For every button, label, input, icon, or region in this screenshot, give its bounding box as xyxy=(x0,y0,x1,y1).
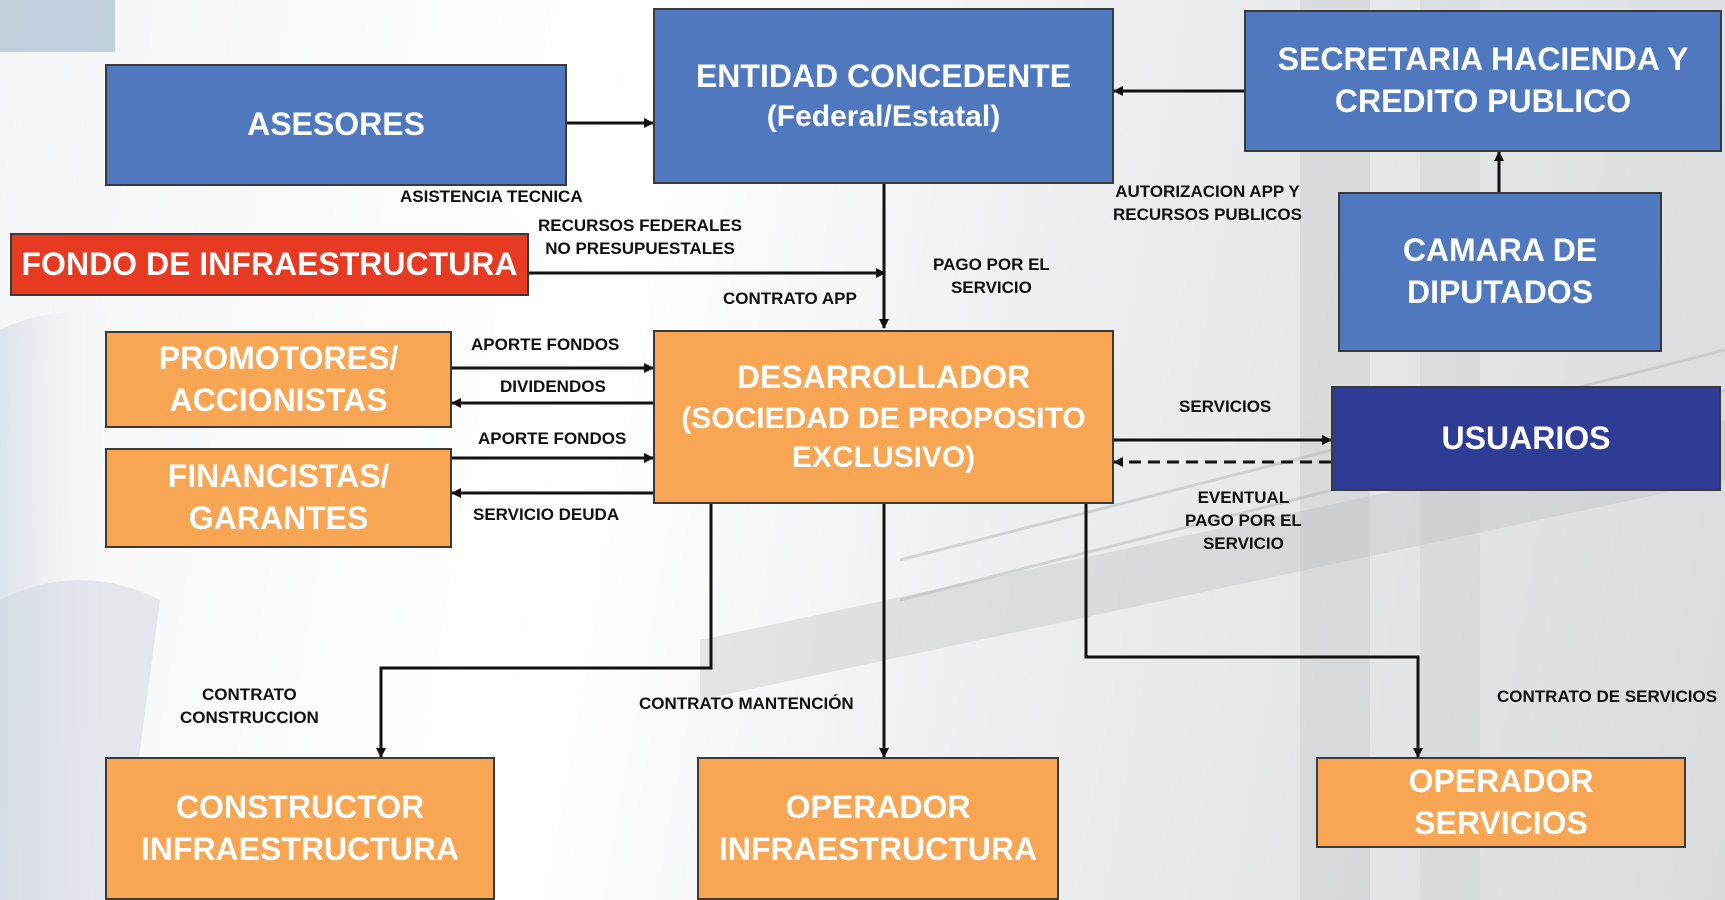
label-pago-line1: PAGO POR EL xyxy=(933,255,1050,274)
label-autorizacion-line2: RECURSOS PUBLICOS xyxy=(1113,204,1302,224)
node-fondo-label: FONDO DE INFRAESTRUCTURA xyxy=(21,246,518,282)
node-operador-servicios: OPERADOR SERVICIOS xyxy=(1316,757,1686,848)
arrow-to-operador-servicios xyxy=(1084,504,1423,758)
node-promotores-accionistas: PROMOTORES/ ACCIONISTAS xyxy=(105,331,452,428)
node-entidad-title: ENTIDAD CONCEDENTE xyxy=(695,57,1072,94)
node-operador-infraestructura: OPERADOR INFRAESTRUCTURA xyxy=(697,757,1059,900)
node-secretaria-line2: CREDITO PUBLICO xyxy=(1334,83,1632,119)
label-recursos-federales: RECURSOS FEDERALES NO PRESUPUESTALES xyxy=(538,215,742,261)
node-asesores-label: ASESORES xyxy=(247,106,425,143)
node-financistas-line1: FINANCISTAS/ xyxy=(167,458,390,495)
label-eventual-line3: SERVICIO xyxy=(1202,533,1284,553)
label-contrato-mantencion: CONTRATO MANTENCIÓN xyxy=(639,694,854,713)
node-secretaria-line1: SECRETARIA HACIENDA Y xyxy=(1277,41,1689,78)
node-promotores-line1: PROMOTORES/ xyxy=(158,339,399,376)
node-asesores: ASESORES xyxy=(105,64,567,186)
node-operador-infra-line1: OPERADOR xyxy=(785,788,971,825)
label-servicio-deuda: SERVICIO DEUDA xyxy=(473,505,620,524)
label-eventual-line1: EVENTUAL xyxy=(1197,488,1290,507)
label-construccion-line2: CONSTRUCCION xyxy=(180,707,319,727)
label-aporte-fondos-1: APORTE FONDOS xyxy=(471,335,620,354)
node-operador-servicios-label: OPERADOR SERVICIOS xyxy=(1408,762,1594,841)
label-pago-line2: SERVICIO xyxy=(950,277,1032,297)
node-promotores-line2: ACCIONISTAS xyxy=(169,381,388,418)
node-secretaria-hacienda: SECRETARIA HACIENDA Y CREDITO PUBLICO xyxy=(1244,10,1722,152)
label-contrato-construccion: CONTRATO CONSTRUCCION xyxy=(180,684,319,730)
label-dividendos: DIVIDENDOS xyxy=(500,377,606,396)
label-recursos-line2: NO PRESUPUESTALES xyxy=(545,238,735,258)
node-constructor-line2: INFRAESTRUCTURA xyxy=(140,830,460,867)
node-desarrollador-line3: EXCLUSIVO) xyxy=(791,440,976,474)
node-camara-diputados: CAMARA DE DIPUTADOS xyxy=(1338,192,1662,352)
label-contrato-servicios: CONTRATO DE SERVICIOS xyxy=(1497,687,1718,706)
node-entidad-concedente: ENTIDAD CONCEDENTE (Federal/Estatal) xyxy=(653,8,1114,184)
label-eventual-pago: EVENTUAL PAGO POR EL SERVICIO xyxy=(1185,487,1302,556)
node-entidad-subtitle: (Federal/Estatal) xyxy=(766,100,1001,134)
node-camara-line2: DIPUTADOS xyxy=(1406,274,1594,310)
node-operador-infra-line2: INFRAESTRUCTURA xyxy=(718,830,1038,867)
label-pago-por-el-servicio: PAGO POR EL SERVICIO xyxy=(933,254,1050,300)
node-constructor-infraestructura: CONSTRUCTOR INFRAESTRUCTURA xyxy=(105,757,495,900)
label-autorizacion-app: AUTORIZACION APP Y RECURSOS PUBLICOS xyxy=(1113,181,1302,227)
label-aporte-fondos-2: APORTE FONDOS xyxy=(478,429,627,448)
label-recursos-line1: RECURSOS FEDERALES xyxy=(538,216,743,235)
label-construccion-line1: CONTRATO xyxy=(202,685,297,704)
label-autorizacion-line1: AUTORIZACION APP Y xyxy=(1115,182,1300,201)
node-usuarios-label: USUARIOS xyxy=(1441,420,1611,456)
arrow-to-constructor xyxy=(376,504,713,758)
node-desarrollador-line2: (SOCIEDAD DE PROPOSITO xyxy=(681,401,1086,435)
label-asistencia-tecnica: ASISTENCIA TECNICA xyxy=(400,187,583,206)
label-eventual-line2: PAGO POR EL xyxy=(1185,510,1302,530)
node-desarrollador: DESARROLLADOR (SOCIEDAD DE PROPOSITO EXC… xyxy=(653,330,1114,504)
node-desarrollador-line1: DESARROLLADOR xyxy=(736,359,1031,396)
node-usuarios: USUARIOS xyxy=(1331,386,1721,491)
node-camara-line1: CAMARA DE xyxy=(1402,232,1598,269)
node-constructor-line1: CONSTRUCTOR xyxy=(175,788,425,825)
label-contrato-app: CONTRATO APP xyxy=(723,289,857,308)
node-fondo-infraestructura: FONDO DE INFRAESTRUCTURA xyxy=(10,233,529,296)
node-financistas-line2: GARANTES xyxy=(188,500,369,536)
node-financistas-garantes: FINANCISTAS/ GARANTES xyxy=(105,448,452,548)
label-servicios: SERVICIOS xyxy=(1179,397,1272,416)
